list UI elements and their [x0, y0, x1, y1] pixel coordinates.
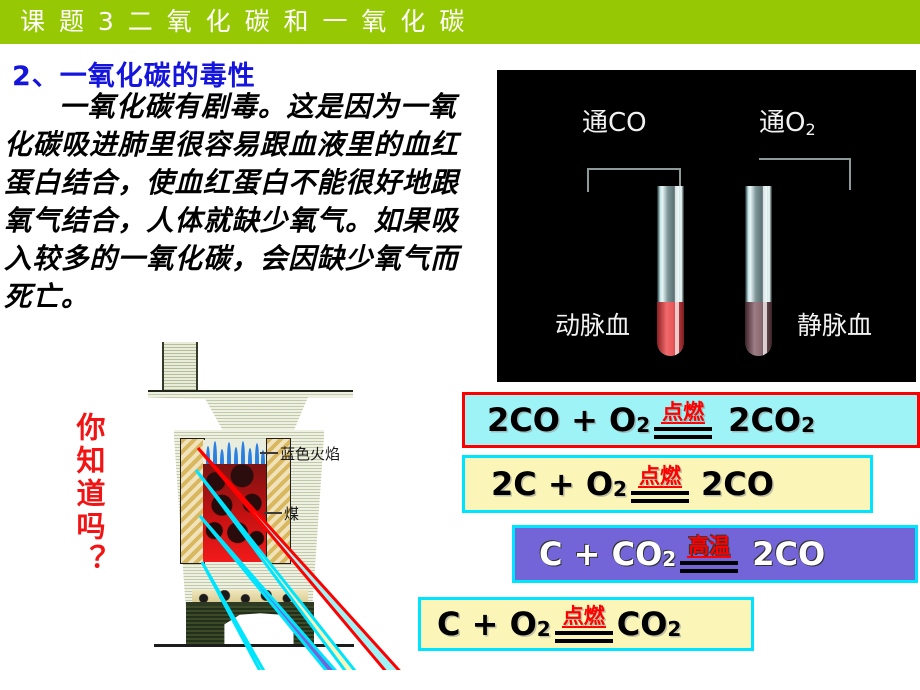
- gas-pipe-right-icon: [759, 158, 851, 190]
- equation-4-products: CO: [616, 605, 668, 643]
- equation-4-arrow-bars: [554, 630, 613, 643]
- stove-base-plate: [186, 602, 314, 608]
- equation-1-product-sub: 2: [801, 413, 816, 437]
- stove-hood-lip: [174, 430, 324, 438]
- tube-gas-label-left: 通CO: [582, 102, 647, 139]
- blood-comparison-image: 通CO 动脉血 通O2 静脉血: [497, 70, 916, 382]
- equation-3-reactant-sub: 2: [662, 547, 677, 571]
- tube-gas-label-right-sub: 2: [805, 120, 816, 139]
- equation-1-products: 2CO: [728, 401, 802, 439]
- connector-eq1: [196, 446, 401, 670]
- equation-4-reactants: C + O: [437, 605, 537, 643]
- gas-pipe-left-icon: [587, 168, 681, 192]
- leader-line-coal: [264, 512, 282, 514]
- equation-1-reactants: 2CO + O: [487, 401, 637, 439]
- coal-stove-diagram: 蓝色火焰 煤: [148, 342, 358, 652]
- stove-chimney-icon: [162, 342, 198, 392]
- stove-label-coal: 煤: [284, 505, 300, 523]
- equation-3-condition: 高温: [680, 532, 739, 573]
- equation-4-condition: 点燃: [554, 602, 613, 643]
- vertical-question-text: 你知道吗？: [72, 412, 106, 577]
- equation-4-reactant-sub: 2: [536, 617, 551, 641]
- tube-gas-label-right: 通O2: [759, 102, 816, 139]
- tube-gas-label-left-text: 通CO: [582, 108, 647, 138]
- equation-2-reactant-sub: 2: [613, 477, 627, 501]
- equation-2-condition: 点燃: [630, 462, 689, 503]
- connector-eq4: [200, 561, 266, 670]
- equation-4-product-sub: 2: [667, 617, 682, 641]
- equation-2-reactants: 2C + O: [491, 465, 614, 503]
- page-title: 课 题 3 二 氧 化 碳 和 一 氧 化 碳: [20, 7, 468, 36]
- equation-1-condition: 点燃: [654, 398, 713, 439]
- equation-3-products: 2CO: [752, 535, 826, 573]
- tube-gloss-left: [675, 186, 679, 356]
- equation-1-arrow-bars: [654, 426, 713, 439]
- callout-connectors: [194, 446, 401, 670]
- tube-gas-label-right-text: 通O: [759, 108, 806, 138]
- equation-2-condition-text: 点燃: [637, 462, 682, 488]
- equation-3-reactants: C + CO: [539, 535, 663, 573]
- equation-4-condition-text: 点燃: [561, 602, 606, 628]
- blood-type-label-left: 动脉血: [555, 311, 631, 340]
- tube-gloss-right: [763, 186, 767, 356]
- blood-type-label-right: 静脉血: [797, 311, 873, 340]
- equation-3-condition-text: 高温: [687, 532, 732, 558]
- slide-header-band: 课 题 3 二 氧 化 碳 和 一 氧 化 碳: [0, 0, 920, 44]
- equation-2-arrow-bars: [630, 490, 689, 503]
- connector-eq3: [198, 515, 337, 670]
- leader-line-flame: [260, 452, 278, 454]
- blood-sample-right: [745, 302, 772, 356]
- equation-1-reactant-sub: 2: [636, 413, 651, 437]
- section-heading: 2、一氧化碳的毒性: [12, 61, 256, 92]
- stove-label-blue-flame: 蓝色火焰: [280, 445, 341, 463]
- equation-2-products: 2CO: [700, 465, 774, 503]
- blood-sample-left: [657, 302, 684, 356]
- equation-1-condition-text: 点燃: [661, 398, 706, 424]
- connector-eq2: [194, 469, 357, 670]
- ground-line: [154, 644, 354, 647]
- equation-3-arrow-bars: [680, 560, 739, 573]
- body-paragraph: 一氧化碳有剧毒。这是因为一氧化碳吸进肺里很容易跟血液里的血红蛋白结合，使血红蛋白…: [4, 90, 459, 313]
